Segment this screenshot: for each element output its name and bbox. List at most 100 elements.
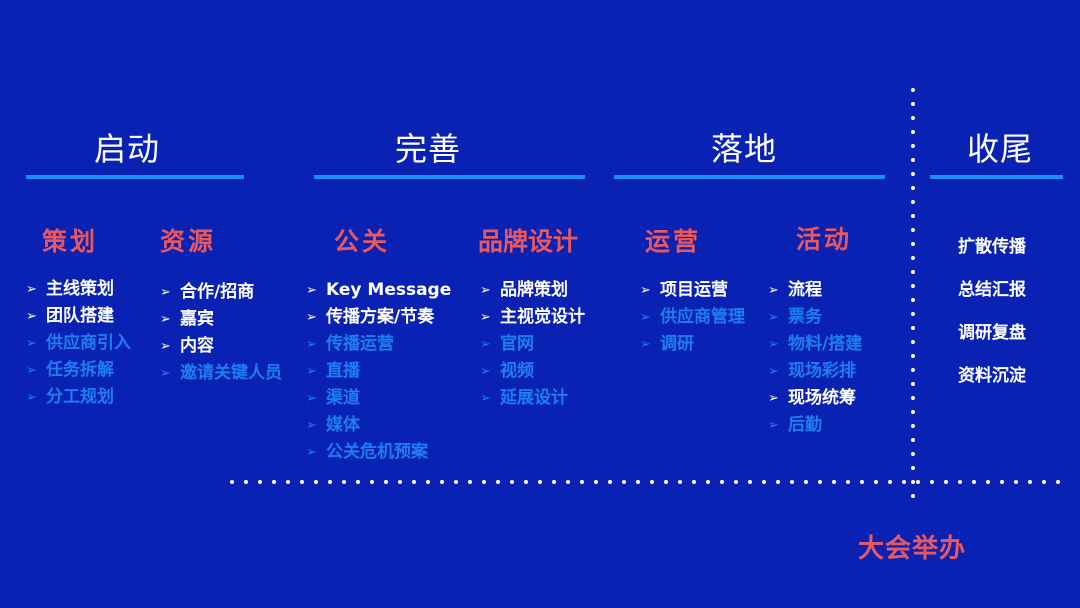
list-item: ➢现场统筹 (768, 385, 862, 412)
dot (454, 480, 458, 484)
dot (911, 298, 915, 302)
list-item: ➢后勤 (768, 412, 862, 439)
dot (911, 88, 915, 92)
dot (524, 480, 528, 484)
arrow-bullet-icon: ➢ (160, 285, 171, 300)
list-item: ➢ 流程 (768, 277, 862, 304)
dot (384, 480, 388, 484)
list-item: ➢延展设计 (480, 385, 585, 412)
phase-divider-start (26, 175, 244, 179)
dot (622, 480, 626, 484)
dot (911, 340, 915, 344)
dot (510, 480, 514, 484)
dot (300, 480, 304, 484)
phase-divider-execute (614, 175, 885, 179)
dot (911, 410, 915, 414)
arrow-bullet-icon: ➢ (26, 363, 37, 378)
list-item: ➢项目运营 (640, 277, 745, 304)
dot (911, 312, 915, 316)
dot (692, 480, 696, 484)
arrow-bullet-icon: ➢ (768, 283, 779, 298)
list-item: ➢嘉宾 (160, 306, 282, 333)
list-item: ➢现场彩排 (768, 358, 862, 385)
dot (1042, 480, 1046, 484)
dot (496, 480, 500, 484)
arrow-bullet-icon: ➢ (26, 390, 37, 405)
list-item-label: 流程 (788, 280, 822, 300)
list-item: ➢物料/搭建 (768, 331, 862, 358)
dot (911, 102, 915, 106)
dot (911, 242, 915, 246)
dot (911, 452, 915, 456)
dot (426, 480, 430, 484)
list-item-label: 直播 (326, 361, 360, 381)
list-item: ➢媒体 (306, 412, 451, 439)
wrapup-item: 总结汇报 (958, 280, 1026, 300)
list-item-label: 合作/招商 (180, 282, 255, 302)
list-planning: ➢主线策划➢团队搭建➢供应商引入➢任务拆解➢分工规划 (26, 276, 131, 411)
dot (776, 480, 780, 484)
list-item-label: 现场彩排 (788, 361, 856, 381)
dot (972, 480, 976, 484)
dot (370, 480, 374, 484)
dot (911, 270, 915, 274)
dot (986, 480, 990, 484)
dot (804, 480, 808, 484)
list-item: ➢渠道 (306, 385, 451, 412)
dot (706, 480, 710, 484)
list-item: ➢邀请关键人员 (160, 360, 282, 387)
dot (902, 480, 906, 484)
list-brand-design: ➢品牌策划➢主视觉设计➢官网➢视频➢延展设计 (480, 277, 585, 412)
list-item: ➢ 直播 (306, 358, 451, 385)
dot (916, 480, 920, 484)
list-item: ➢官网 (480, 331, 585, 358)
phase-title-start: 启动 (94, 130, 161, 168)
list-item: ➢任务拆解 (26, 357, 131, 384)
dot (664, 480, 668, 484)
arrow-bullet-icon: ➢ (26, 309, 37, 324)
list-item-label: 邀请关键人员 (180, 363, 282, 383)
list-item-label: 传播方案/节奏 (326, 307, 435, 327)
list-item-label: 物料/搭建 (788, 334, 863, 354)
dot (328, 480, 332, 484)
dot (911, 200, 915, 204)
arrow-bullet-icon: ➢ (480, 337, 491, 352)
arrow-bullet-icon: ➢ (160, 339, 171, 354)
arrow-bullet-icon: ➢ (160, 312, 171, 327)
wrapup-item: 调研复盘 (958, 323, 1026, 343)
dot (566, 480, 570, 484)
group-title-resources: 资源 (160, 227, 217, 256)
list-operations: ➢项目运营➢供应商管理➢调研 (640, 277, 745, 358)
list-item-label: 主线策划 (46, 279, 114, 299)
list-activity: ➢ 流程 ➢票务➢物料/搭建➢现场彩排➢现场统筹➢后勤 (768, 277, 862, 439)
dot (911, 214, 915, 218)
list-item-label: 调研 (660, 334, 694, 354)
list-item: ➢传播方案/节奏 (306, 304, 451, 331)
list-item: ➢票务 (768, 304, 862, 331)
dot (911, 144, 915, 148)
dot (911, 438, 915, 442)
arrow-bullet-icon: ➢ (306, 364, 317, 379)
dot (468, 480, 472, 484)
list-item-label: 品牌策划 (500, 280, 568, 300)
dot (272, 480, 276, 484)
phase-title-wrapup: 收尾 (967, 130, 1034, 168)
arrow-bullet-icon: ➢ (306, 283, 317, 298)
dot (944, 480, 948, 484)
arrow-bullet-icon: ➢ (306, 418, 317, 433)
arrow-bullet-icon: ➢ (480, 364, 491, 379)
list-item-label: 传播运营 (326, 334, 394, 354)
dot (594, 480, 598, 484)
list-item: ➢视频 (480, 358, 585, 385)
dot (230, 480, 234, 484)
arrow-bullet-icon: ➢ (640, 337, 651, 352)
dot (538, 480, 542, 484)
dot (720, 480, 724, 484)
dot (911, 130, 915, 134)
phase-title-refine: 完善 (395, 130, 462, 168)
phase-title-execute: 落地 (711, 130, 778, 168)
list-item: ➢ 调研 (640, 331, 745, 358)
dot (911, 382, 915, 386)
dot (888, 480, 892, 484)
dot (911, 326, 915, 330)
